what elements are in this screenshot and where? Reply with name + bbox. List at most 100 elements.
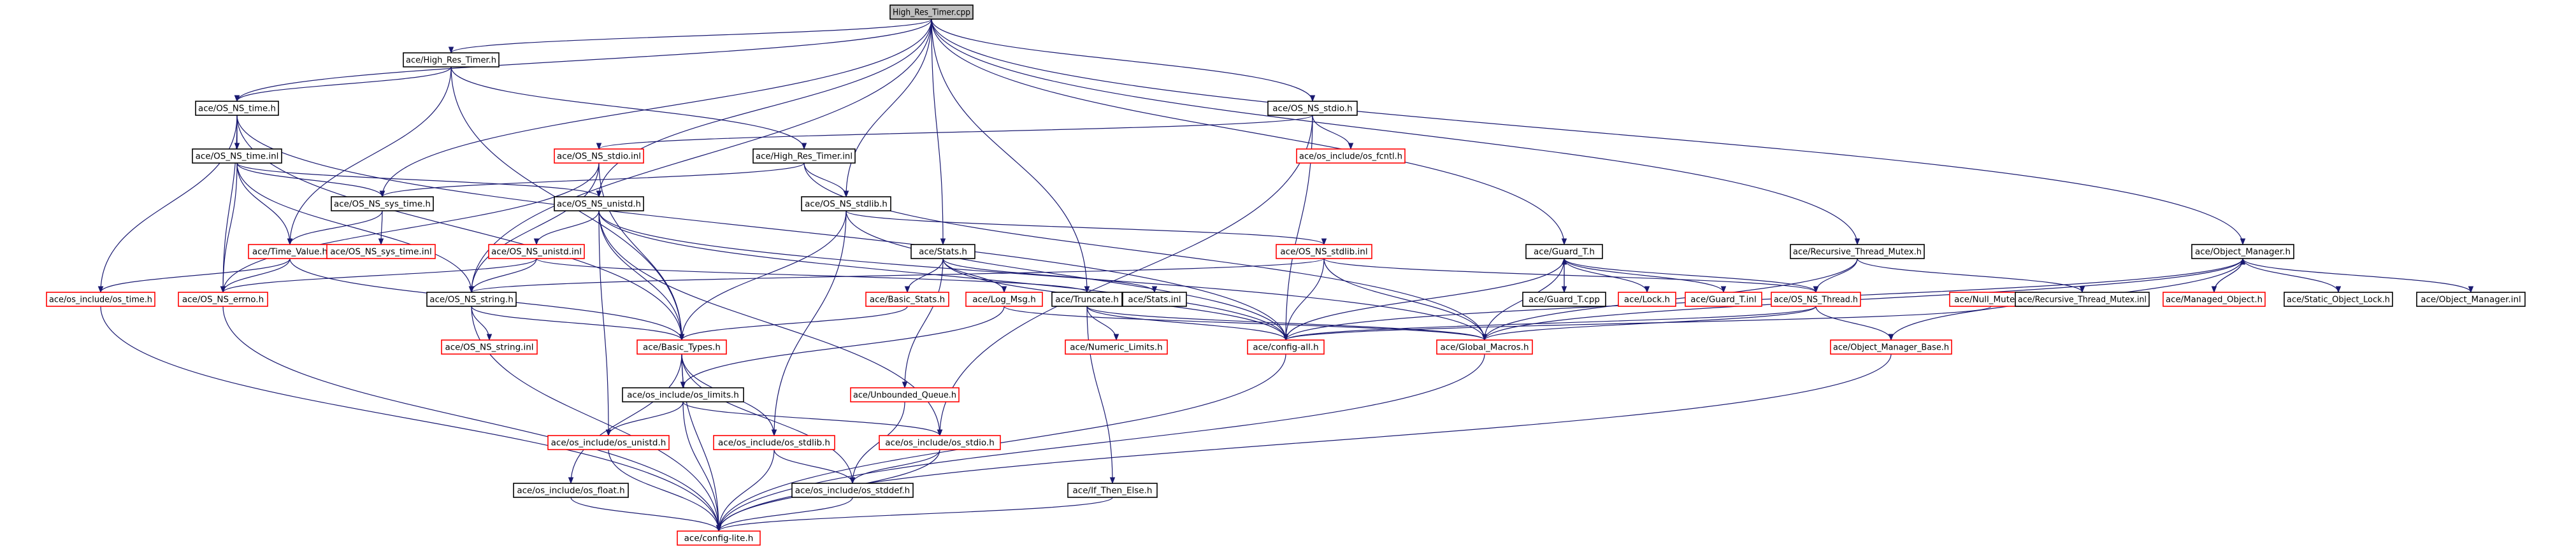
edge-ns_string_h-to-ns_string_inl xyxy=(471,306,493,341)
edge-hrt_h-to-hrt_inl xyxy=(450,66,807,150)
node-config-lite[interactable]: ace/config-lite.h xyxy=(677,530,761,546)
edge-ns_time_h-to-ns_errno xyxy=(220,115,238,294)
edge-guard_t_h-to-ns_thread xyxy=(1564,258,1819,294)
node-box xyxy=(1771,292,1861,307)
edge-ns_thread-to-omb_h xyxy=(1815,306,1894,341)
edge-os_limits-to-config_lite xyxy=(682,401,722,532)
edge-hrt_inl-to-ns_sys_time_h xyxy=(379,162,805,198)
edge-rtm_h-to-rtm_inl xyxy=(1857,258,2085,294)
node-os-limits[interactable]: ace/os_include/os_limits.h xyxy=(622,387,744,402)
node-ns-string-h[interactable]: ace/OS_NS_string.h xyxy=(426,292,517,307)
node-basic-stats[interactable]: ace/Basic_Stats.h xyxy=(865,292,949,307)
node-os-float[interactable]: ace/os_include/os_float.h xyxy=(513,483,629,498)
node-os-stdio[interactable]: ace/os_include/os_stdio.h xyxy=(879,435,1001,450)
node-lock-h[interactable]: ace/Lock.h xyxy=(1618,292,1676,307)
node-os-unistd[interactable]: ace/os_include/os_unistd.h xyxy=(547,435,670,450)
edge-if_then_else-to-config_lite xyxy=(716,497,1113,532)
edge-ns_stdio_inl-to-ns_errno xyxy=(220,162,600,294)
node-global-macros[interactable]: ace/Global_Macros.h xyxy=(1436,339,1533,355)
edge-ns_time_inl-to-ns_sys_time_h xyxy=(236,162,385,198)
node-box xyxy=(1685,292,1762,307)
node-box xyxy=(1522,292,1606,307)
node-ns-thread[interactable]: ace/OS_NS_Thread.h xyxy=(1771,292,1861,307)
node-ns-unistd-h[interactable]: ace/OS_NS_unistd.h xyxy=(554,196,644,211)
node-config-all[interactable]: ace/config-all.h xyxy=(1247,339,1325,355)
node-hrt-h[interactable]: ace/High_Res_Timer.h xyxy=(403,52,500,67)
node-label: ace/Global_Macros.h xyxy=(1440,343,1529,353)
node-box xyxy=(713,435,835,450)
node-box xyxy=(1296,148,1406,164)
node-ns-errno[interactable]: ace/OS_NS_errno.h xyxy=(178,292,268,307)
node-ns-sys-time-inl[interactable]: ace/OS_NS_sys_time.inl xyxy=(326,244,436,259)
node-label: ace/Lock.h xyxy=(1624,295,1670,305)
node-if-then-else[interactable]: ace/If_Then_Else.h xyxy=(1067,483,1158,498)
node-ns-string-inl[interactable]: ace/OS_NS_string.inl xyxy=(441,339,538,355)
edge-os_stdlib-to-os_stddef xyxy=(774,449,856,485)
node-box xyxy=(752,148,856,164)
node-label: ace/OS_NS_unistd.inl xyxy=(491,247,582,257)
edge-hrt_h-to-time_value xyxy=(287,66,452,246)
node-box xyxy=(1276,244,1372,259)
node-null-mutex[interactable]: ace/Null_Mutex.h xyxy=(1949,292,2033,307)
edge-ns_time_inl-to-ns_string_h xyxy=(236,162,475,294)
node-box xyxy=(677,530,761,546)
node-os-fcntl[interactable]: ace/os_include/os_fcntl.h xyxy=(1296,148,1406,164)
node-managed-obj[interactable]: ace/Managed_Object.h xyxy=(2162,292,2266,307)
node-label: ace/Object_Manager.h xyxy=(2195,247,2291,257)
node-box xyxy=(192,148,282,164)
edge-time_value-to-ns_errno xyxy=(220,258,291,294)
node-label: ace/Static_Object_Lock.h xyxy=(2287,295,2390,305)
node-ns-stdlib-inl[interactable]: ace/OS_NS_stdlib.inl xyxy=(1276,244,1372,259)
node-box xyxy=(879,435,1001,450)
node-basic-types[interactable]: ace/Basic_Types.h xyxy=(637,339,727,355)
node-os-time-h[interactable]: ace/os_include/os_time.h xyxy=(46,292,155,307)
node-rtm-h[interactable]: ace/Recursive_Thread_Mutex.h xyxy=(1790,244,1925,259)
edge-time_value-to-os_time_h xyxy=(97,258,291,294)
edge-stats_h-to-log_msg xyxy=(942,258,1007,294)
node-guard-t-cpp[interactable]: ace/Guard_T.cpp xyxy=(1522,292,1606,307)
edge-os_stdlib-to-config_lite xyxy=(716,449,775,532)
node-truncate[interactable]: ace/Truncate.h xyxy=(1051,292,1123,307)
node-label: ace/Recursive_Thread_Mutex.h xyxy=(1793,247,1922,257)
node-ns-stdlib-h[interactable]: ace/OS_NS_stdlib.h xyxy=(801,196,891,211)
node-stats-inl[interactable]: ace/Stats.inl xyxy=(1122,292,1187,307)
node-label: ace/Managed_Object.h xyxy=(2166,295,2263,305)
node-numeric-limits[interactable]: ace/Numeric_Limits.h xyxy=(1065,339,1168,355)
edge-basic_types-to-os_stddef xyxy=(681,353,856,485)
edge-truncate-to-if_then_else xyxy=(1086,306,1116,485)
node-sol-h[interactable]: ace/Static_Object_Lock.h xyxy=(2284,292,2393,307)
node-ns-sys-time-h[interactable]: ace/OS_NS_sys_time.h xyxy=(331,196,434,211)
node-box xyxy=(1247,339,1325,355)
node-box xyxy=(403,52,500,67)
node-log-msg[interactable]: ace/Log_Msg.h xyxy=(965,292,1043,307)
node-os-stddef[interactable]: ace/os_include/os_stddef.h xyxy=(791,483,914,498)
edge-root-to-ns_stdlib_h xyxy=(843,18,932,198)
edge-root-to-ns_string_h xyxy=(468,18,932,294)
node-om-h[interactable]: ace/Object_Manager.h xyxy=(2191,244,2294,259)
node-box xyxy=(547,435,670,450)
node-label: ace/OS_NS_string.inl xyxy=(445,343,533,353)
node-hrt-inl[interactable]: ace/High_Res_Timer.inl xyxy=(752,148,856,164)
edge-ns_unistd_h-to-basic_types xyxy=(598,210,685,341)
node-ns-time-inl[interactable]: ace/OS_NS_time.inl xyxy=(192,148,282,164)
node-guard-t-h[interactable]: ace/Guard_T.h xyxy=(1525,244,1603,259)
node-ns-stdio-inl[interactable]: ace/OS_NS_stdio.inl xyxy=(554,148,644,164)
node-label: ace/OS_NS_errno.h xyxy=(182,295,264,305)
node-box xyxy=(637,339,727,355)
node-ns-unistd-inl[interactable]: ace/OS_NS_unistd.inl xyxy=(488,244,585,259)
edge-os_stdio-to-os_stddef xyxy=(849,449,940,485)
node-ns-stdio-h[interactable]: ace/OS_NS_stdio.h xyxy=(1267,101,1358,116)
node-rtm-inl[interactable]: ace/Recursive_Thread_Mutex.inl xyxy=(2015,292,2150,307)
node-unbounded-queue[interactable]: ace/Unbounded_Queue.h xyxy=(850,387,960,402)
edge-null_mutex-to-config_all xyxy=(1283,306,1992,341)
node-ns-time-h[interactable]: ace/OS_NS_time.h xyxy=(195,101,279,116)
node-omb-h[interactable]: ace/Object_Manager_Base.h xyxy=(1830,339,1952,355)
node-box xyxy=(865,292,949,307)
edge-guard_t_h-to-lock_h xyxy=(1564,258,1650,294)
node-os-stdlib[interactable]: ace/os_include/os_stdlib.h xyxy=(713,435,835,450)
node-box xyxy=(2191,244,2294,259)
node-stats-h[interactable]: ace/Stats.h xyxy=(910,244,975,259)
node-guard-t-inl[interactable]: ace/Guard_T.inl xyxy=(1685,292,1762,307)
node-om-inl[interactable]: ace/Object_Manager.inl xyxy=(2416,292,2526,307)
node-time-value[interactable]: ace/Time_Value.h xyxy=(248,244,332,259)
